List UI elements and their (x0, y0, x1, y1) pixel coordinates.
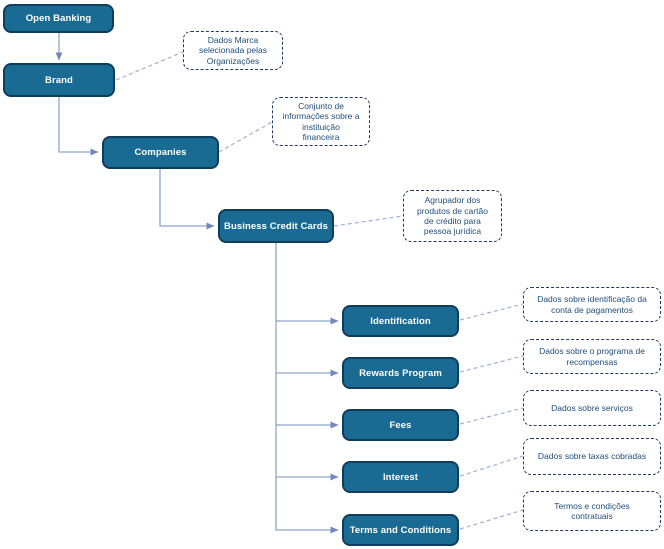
annotation-line: de crédito para (424, 216, 481, 226)
node-business-credit-cards: Business Credit Cards (218, 209, 334, 243)
node-label: Open Banking (25, 13, 92, 24)
annotation-line: Dados Marca (207, 34, 259, 45)
annotation-line: Organizações (206, 55, 260, 66)
annotation-line: Dados sobre serviços (551, 402, 633, 413)
note-link-interest (459, 455, 524, 477)
node-brand: Brand (3, 63, 115, 97)
annotation-business-credit-cards: Agrupador dos produtos de cartão de créd… (403, 190, 502, 242)
annotation-line: Dados sobre o programa de (539, 346, 645, 357)
node-companies: Companies (102, 136, 219, 169)
note-link-companies (218, 121, 273, 153)
annotation-line: Agrupador dos (424, 195, 481, 206)
node-open-banking: Open Banking (3, 4, 114, 33)
note-link-bcc (333, 215, 404, 227)
annotation-rewards-program: Dados sobre o programa de recompensas (523, 339, 661, 374)
annotation-line: Dados sobre identificação da (537, 294, 647, 305)
node-terms-and-conditions: Terms and Conditions (342, 514, 459, 546)
annotation-identification: Dados sobre identificação da conta de pa… (523, 287, 661, 322)
annotation-line: Conjunto de (298, 100, 344, 111)
node-label: Brand (45, 74, 73, 86)
annotation-line: Termos e condições (554, 500, 630, 511)
node-rewards-program: Rewards Program (342, 357, 459, 389)
annotation-line: recompensas (566, 356, 618, 367)
connector-brand-companies (58, 97, 99, 156)
annotation-line: selecionada pelas (198, 45, 268, 56)
annotation-terms-and-conditions: Termos e condições contratuais (523, 491, 661, 531)
annotation-interest: Dados sobre taxas cobradas (523, 438, 661, 475)
note-link-brand (115, 51, 184, 81)
note-link-fees (459, 407, 524, 425)
annotation-line: produtos de cartão (417, 205, 488, 216)
note-link-rewards (459, 355, 524, 373)
node-label: Terms and Conditions (349, 524, 452, 536)
note-link-identification (459, 303, 524, 321)
connector-companies-bcc (159, 169, 215, 230)
annotation-line: Dados sobre taxas cobradas (537, 451, 647, 462)
node-fees: Fees (342, 409, 459, 441)
node-identification: Identification (342, 305, 459, 337)
annotation-line: financeira (302, 131, 340, 142)
annotation-companies: Conjunto de informações sobre a institui… (272, 97, 370, 146)
node-label: Interest (382, 471, 419, 483)
node-label: Companies (134, 147, 187, 158)
annotation-line: contratuais (571, 511, 613, 521)
node-label: Fees (389, 419, 412, 431)
annotation-brand: Dados Marca selecionada pelas Organizaçõ… (183, 31, 283, 70)
annotation-line: instituição (302, 121, 340, 132)
node-label: Rewards Program (359, 367, 442, 379)
annotation-line: informações sobre a (282, 111, 360, 122)
connector-bcc-terms (275, 243, 339, 534)
node-interest: Interest (342, 461, 459, 493)
node-label: Business Credit Cards (224, 220, 328, 232)
node-label: Identification (370, 315, 431, 327)
annotation-fees: Dados sobre serviços (523, 390, 661, 426)
annotation-line: conta de pagamentos (551, 304, 633, 315)
annotation-line: pessoa jurídica (423, 226, 482, 237)
note-link-terms (459, 509, 524, 530)
